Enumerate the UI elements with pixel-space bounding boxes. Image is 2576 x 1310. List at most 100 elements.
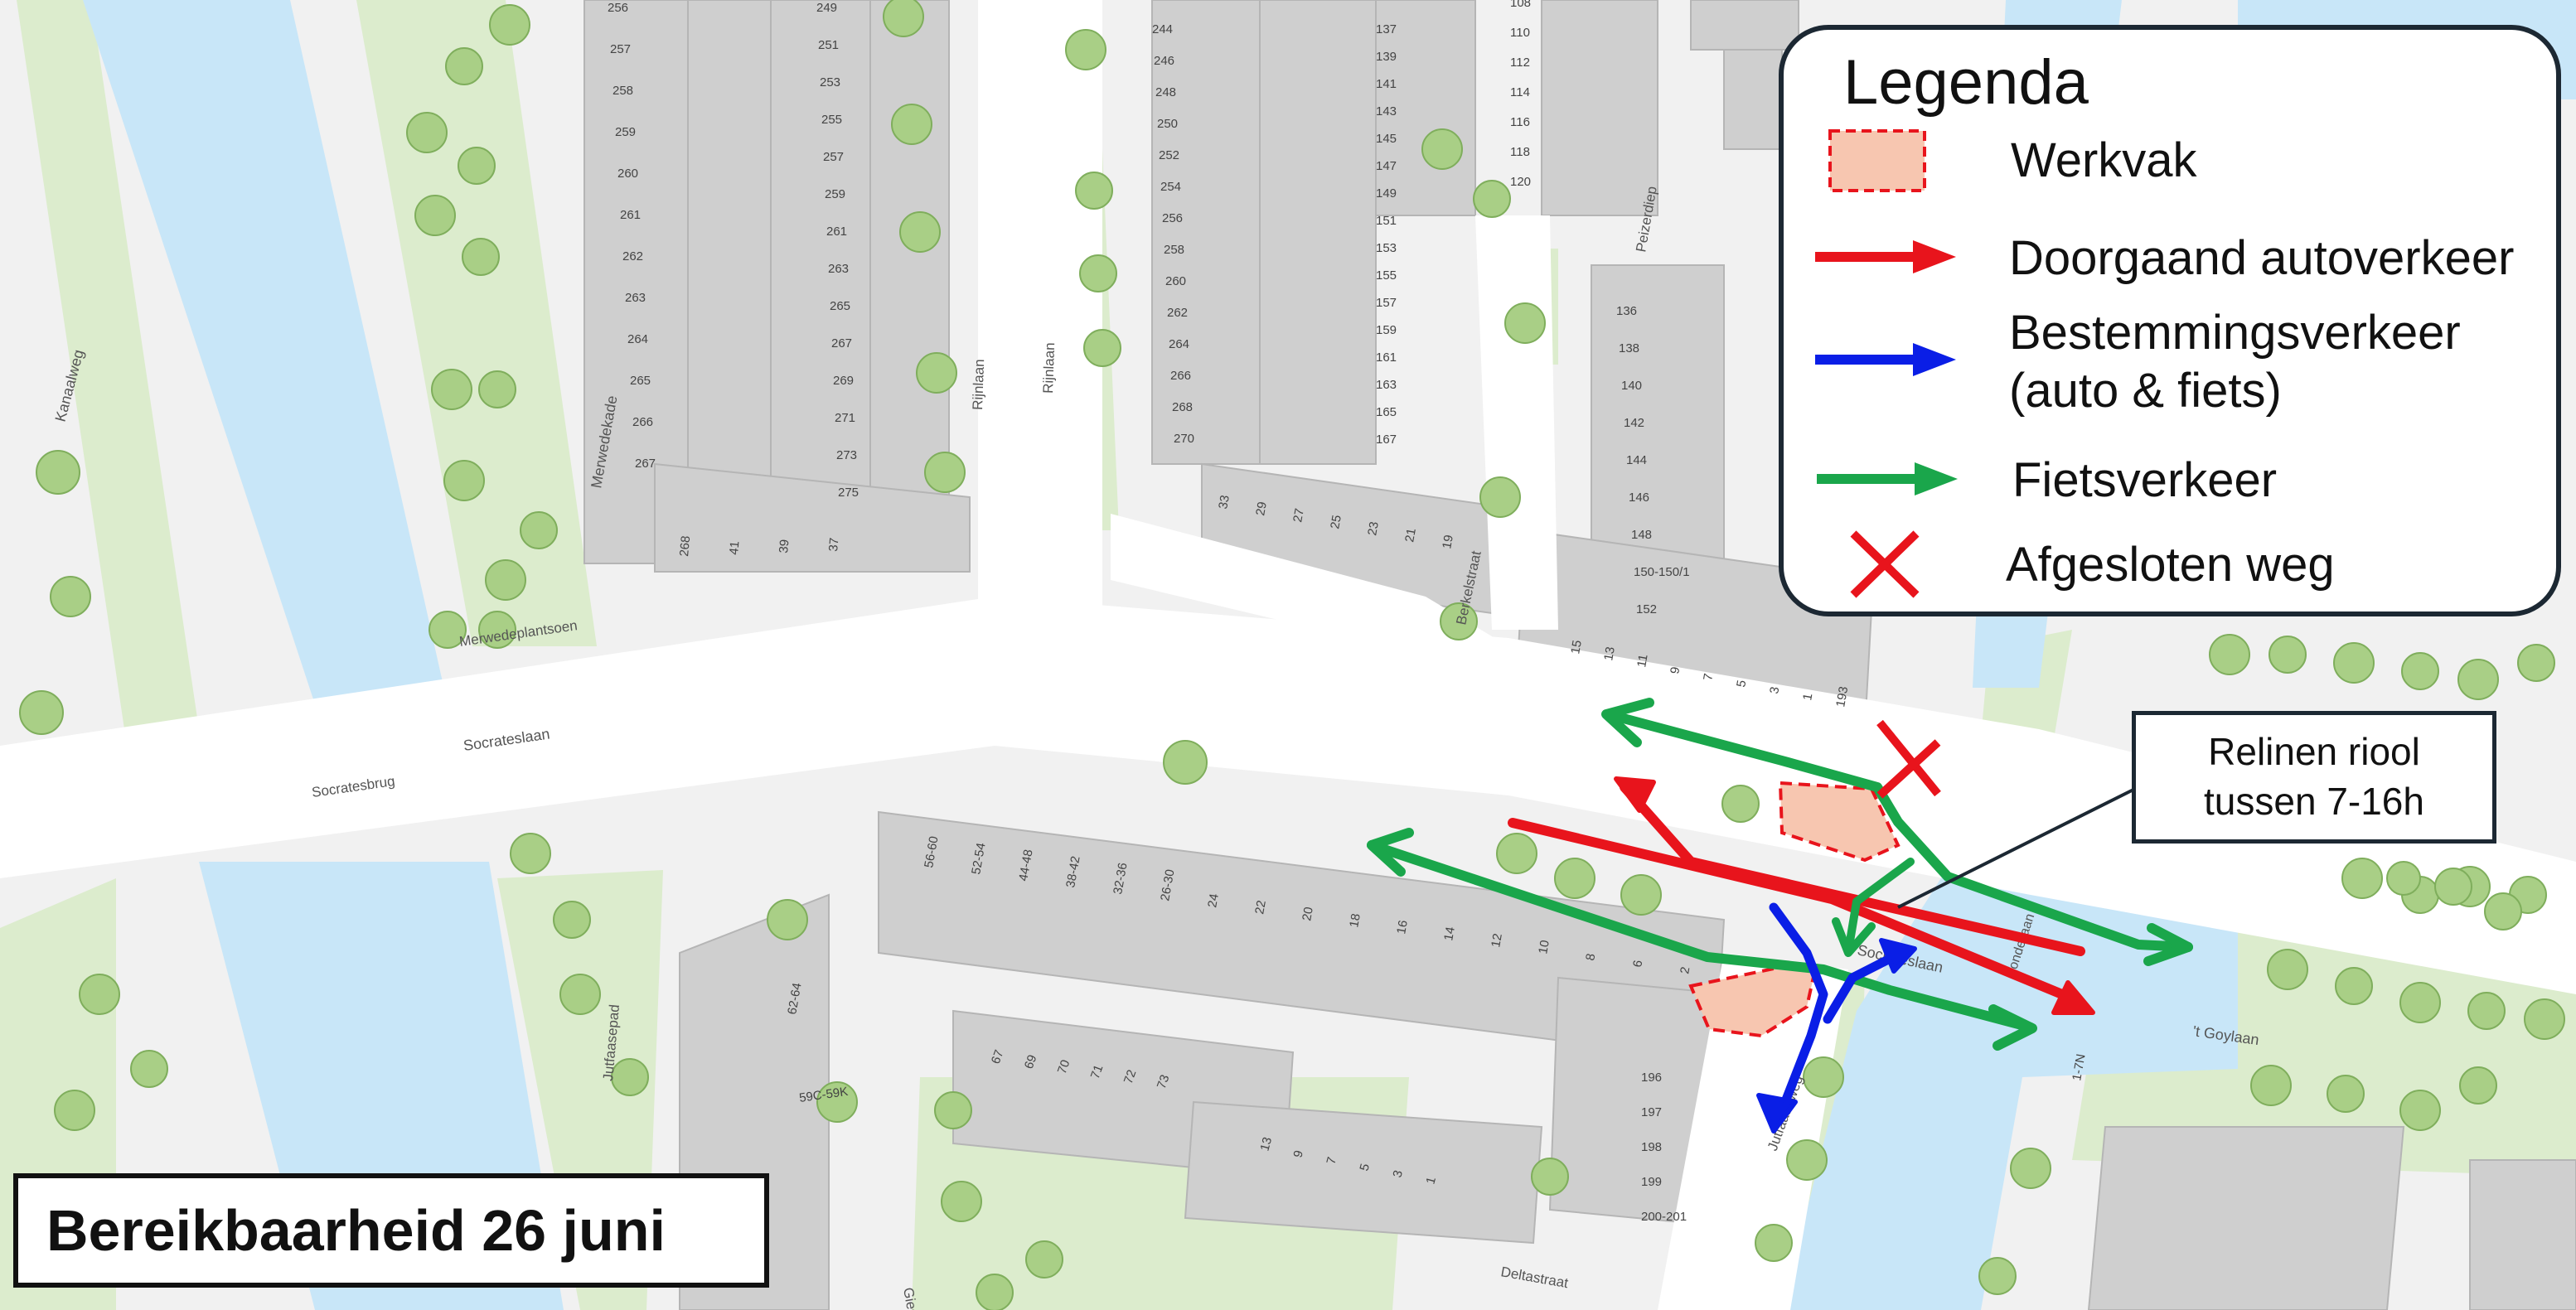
work-zone-north <box>1778 781 1901 863</box>
legend-label-through-traffic: Doorgaand autoverkeer <box>2009 231 2515 285</box>
callout-leader-line <box>1897 787 2136 909</box>
house-number: 146 <box>1629 491 1649 505</box>
house-number: 149 <box>1376 186 1397 201</box>
work-zone-icon <box>1828 129 1926 192</box>
house-number: 118 <box>1510 145 1530 159</box>
callout-line-2: tussen 7-16h <box>2204 780 2424 823</box>
house-number: 258 <box>613 84 633 98</box>
house-number: 155 <box>1376 268 1397 283</box>
house-number: 10 <box>1536 939 1552 955</box>
street-rijnlaan-b: Rijnlaan <box>1040 342 1058 394</box>
legend-title: Legenda <box>1843 47 2089 118</box>
house-number: 44-48 <box>1016 848 1035 882</box>
house-number: 108 <box>1510 0 1531 10</box>
house-number: 70 <box>1055 1058 1073 1076</box>
legend-label-work-zone: Werkvak <box>2011 133 2197 187</box>
house-number: 257 <box>610 42 631 56</box>
house-number: 244 <box>1152 22 1173 36</box>
house-number: 71 <box>1088 1063 1106 1080</box>
callout-line-1: Relinen riool <box>2208 730 2420 773</box>
house-number: 13 <box>1257 1136 1275 1153</box>
house-number: 37 <box>826 537 841 552</box>
green-arrow-east-head <box>2143 923 2193 966</box>
house-number: 136 <box>1616 304 1637 318</box>
house-number: 19 <box>1440 534 1456 549</box>
house-number: 67 <box>989 1048 1007 1066</box>
house-number: 116 <box>1510 115 1530 129</box>
legend-item-destination-traffic: Bestemmingsverkeer (auto & fiets) <box>1784 303 2556 444</box>
legend-label-closed-road: Afgesloten weg <box>2006 538 2335 592</box>
house-number: 145 <box>1376 132 1397 146</box>
house-number: 256 <box>608 1 628 15</box>
green-arrow-south-west-head <box>1367 828 1414 877</box>
house-number: 21 <box>1402 527 1419 543</box>
house-number: 138 <box>1619 341 1639 355</box>
house-number: 263 <box>625 291 646 305</box>
house-number: 110 <box>1510 26 1530 40</box>
house-number: 20 <box>1300 906 1316 921</box>
house-number: 147 <box>1376 159 1397 173</box>
red-arrowhead-west <box>1614 776 1656 813</box>
house-number: 23 <box>1365 520 1382 536</box>
house-number: 2 <box>1678 966 1692 975</box>
house-number: 140 <box>1621 379 1642 393</box>
house-number: 246 <box>1154 54 1174 68</box>
house-number: 8 <box>1583 953 1598 962</box>
house-number: 265 <box>830 299 850 313</box>
house-number: 273 <box>836 448 857 462</box>
house-number: 24 <box>1205 892 1222 908</box>
house-number: 268 <box>1172 400 1193 414</box>
house-number: 258 <box>1164 243 1184 257</box>
green-arrow-connector-head <box>1832 917 1876 957</box>
house-number: 199 <box>1641 1175 1662 1189</box>
legend-label-bicycle-traffic: Fietsverkeer <box>2012 453 2278 507</box>
house-number: 193 <box>1833 685 1851 708</box>
house-number: 248 <box>1155 85 1176 99</box>
house-number: 22 <box>1252 899 1269 915</box>
green-arrow-north-west-head <box>1601 698 1654 747</box>
house-number: 167 <box>1376 433 1397 447</box>
legend-item-through-traffic: Doorgaand autoverkeer <box>1784 229 2556 303</box>
house-number: 265 <box>630 374 651 388</box>
green-arrow-south-east-head <box>1988 1004 2037 1051</box>
house-number: 255 <box>821 113 842 127</box>
closed-road-cross <box>1876 719 1941 799</box>
house-number: 148 <box>1631 528 1652 542</box>
red-arrowhead-east <box>2051 980 2095 1015</box>
blue-arrow-icon <box>1815 343 1956 376</box>
house-number: 153 <box>1376 241 1397 255</box>
house-number: 266 <box>632 415 653 429</box>
house-number: 150-150/1 <box>1634 565 1690 579</box>
house-number: 250 <box>1157 117 1178 131</box>
house-number: 41 <box>727 540 742 555</box>
house-number: 33 <box>1216 494 1232 510</box>
house-number: 253 <box>820 75 840 89</box>
house-number: 5 <box>1734 679 1749 689</box>
red-cross-icon <box>1850 530 1920 598</box>
house-number: 197 <box>1641 1105 1662 1119</box>
street-rijnlaan-a: Rijnlaan <box>970 359 987 410</box>
house-number: 198 <box>1641 1140 1662 1154</box>
house-number: 32-36 <box>1111 862 1130 896</box>
house-number: 11 <box>1634 653 1650 668</box>
house-number: 266 <box>1170 369 1191 383</box>
house-number: 257 <box>823 150 844 164</box>
blue-arrow-south <box>1769 902 1828 1119</box>
house-number: 114 <box>1510 85 1530 99</box>
house-number: 144 <box>1626 453 1647 467</box>
house-number: 259 <box>615 125 636 139</box>
house-number: 56-60 <box>922 835 941 869</box>
house-number: 29 <box>1253 500 1270 516</box>
house-number: 13 <box>1601 645 1618 661</box>
blue-arrowhead-south <box>1756 1093 1798 1134</box>
house-number: 249 <box>816 1 837 15</box>
legend-item-bicycle-traffic: Fietsverkeer <box>1784 451 2556 525</box>
house-number: 3 <box>1767 686 1782 695</box>
house-number: 27 <box>1290 507 1307 523</box>
house-number: 252 <box>1159 148 1179 162</box>
house-number: 254 <box>1160 180 1181 194</box>
house-number: 270 <box>1174 432 1194 446</box>
green-arrow-connector <box>1844 858 1915 955</box>
house-number: 9 <box>1668 666 1683 675</box>
house-number: 163 <box>1376 378 1397 392</box>
